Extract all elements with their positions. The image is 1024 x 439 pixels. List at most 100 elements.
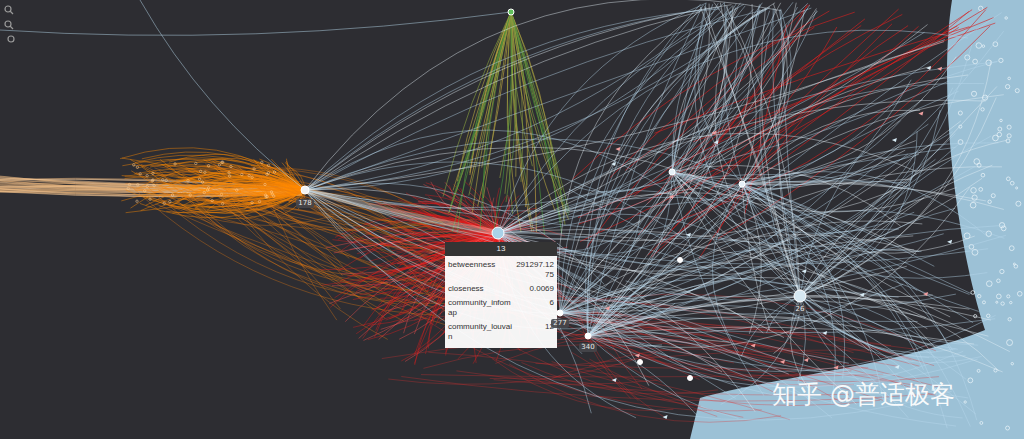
node-dot <box>1007 134 1011 138</box>
edge-line <box>588 8 816 336</box>
node-dot <box>187 180 189 182</box>
node-dot <box>996 301 998 303</box>
node-dot <box>976 43 982 49</box>
node-dot <box>146 185 148 187</box>
node-dot <box>265 194 267 196</box>
node-dot <box>251 176 253 178</box>
graph-node <box>739 181 745 187</box>
edge-line <box>305 40 945 190</box>
edge-line <box>574 172 672 192</box>
edge-line <box>742 141 916 184</box>
node-dot <box>982 301 985 304</box>
node-dot <box>986 314 989 317</box>
node-label-tag: 277 <box>551 319 568 328</box>
node-dot <box>241 173 243 175</box>
node-dot <box>203 191 205 193</box>
arrow-head <box>937 67 942 71</box>
tooltip-title: 13 <box>445 242 557 256</box>
graph-node <box>492 227 504 239</box>
node-dot <box>165 179 167 181</box>
edge-line <box>588 327 974 344</box>
node-dot <box>236 189 238 191</box>
arrow-head <box>612 378 617 382</box>
edge-line <box>742 184 845 378</box>
edge-line <box>672 5 810 172</box>
info-tooltip: 13betweenness291297.12 75closeness0.0069… <box>445 242 557 348</box>
edge-line <box>140 0 305 190</box>
node-dot <box>958 111 962 115</box>
node-dot <box>258 200 260 202</box>
node-dot <box>1006 177 1010 181</box>
edge-line <box>572 12 854 179</box>
edge-line <box>498 4 744 233</box>
edge-line <box>588 336 662 346</box>
arrow-head <box>669 195 674 199</box>
node-dot <box>169 200 171 202</box>
edge-line <box>594 338 662 383</box>
arrow-head <box>834 366 839 370</box>
watermark: 知乎 @普适极客 <box>772 378 955 411</box>
edge-line <box>560 75 968 313</box>
edge-line <box>452 12 511 232</box>
node-dot <box>980 421 983 424</box>
node-dot <box>198 178 200 180</box>
node-dot <box>971 91 976 96</box>
edge-line <box>742 86 908 184</box>
edge-line <box>800 198 924 296</box>
node-dot <box>1008 77 1011 80</box>
edge-line <box>742 132 953 186</box>
edge-line <box>305 9 721 190</box>
edge-line <box>511 12 569 215</box>
node-dot <box>204 171 206 173</box>
edge-line <box>305 190 582 354</box>
node-dot <box>267 164 269 166</box>
node-dot <box>979 188 983 192</box>
node-dot <box>221 202 223 204</box>
arrow-head <box>686 233 691 237</box>
edge-line <box>800 45 972 296</box>
node-dot <box>986 281 992 287</box>
edge-line <box>742 184 934 266</box>
arrow-head <box>714 140 719 144</box>
node-dot <box>221 161 223 163</box>
node-dot <box>230 165 232 167</box>
node-dot <box>1007 125 1011 129</box>
node-dot <box>1009 246 1014 251</box>
edge-line <box>672 57 956 179</box>
arrow-head <box>860 293 865 297</box>
node-dot <box>991 194 995 198</box>
edge-line <box>483 12 511 198</box>
arrow-head <box>780 360 785 364</box>
node-label-tag: 26 <box>794 305 807 314</box>
node-dot <box>149 198 151 200</box>
node-dot <box>968 378 973 383</box>
node-dot <box>261 161 263 163</box>
node-dot <box>1010 301 1012 303</box>
node-dot <box>220 193 222 195</box>
edge-line <box>443 12 511 197</box>
node-dot <box>1014 265 1018 269</box>
node-dot <box>136 200 138 202</box>
node-label-tag: 340 <box>579 343 596 352</box>
zoom-out-icon <box>10 26 13 29</box>
node-dot <box>253 168 255 170</box>
edge-line <box>0 12 511 35</box>
graph-node <box>669 169 675 175</box>
zoom-controls <box>5 6 14 42</box>
node-label: 178 <box>298 199 311 207</box>
edge-line <box>305 9 767 190</box>
edge-line <box>305 3 725 190</box>
arrow-head <box>923 292 928 296</box>
zoom-in-icon <box>10 11 13 14</box>
edge-line <box>742 184 978 345</box>
edge-line <box>305 190 956 314</box>
graph-node <box>585 333 591 339</box>
node-label: 26 <box>796 305 805 313</box>
edge-line <box>800 296 929 358</box>
node-dot <box>136 166 138 168</box>
node-dot <box>267 172 269 174</box>
node-dot <box>1001 302 1004 305</box>
edge-line <box>305 190 988 264</box>
node-dot <box>988 200 991 203</box>
